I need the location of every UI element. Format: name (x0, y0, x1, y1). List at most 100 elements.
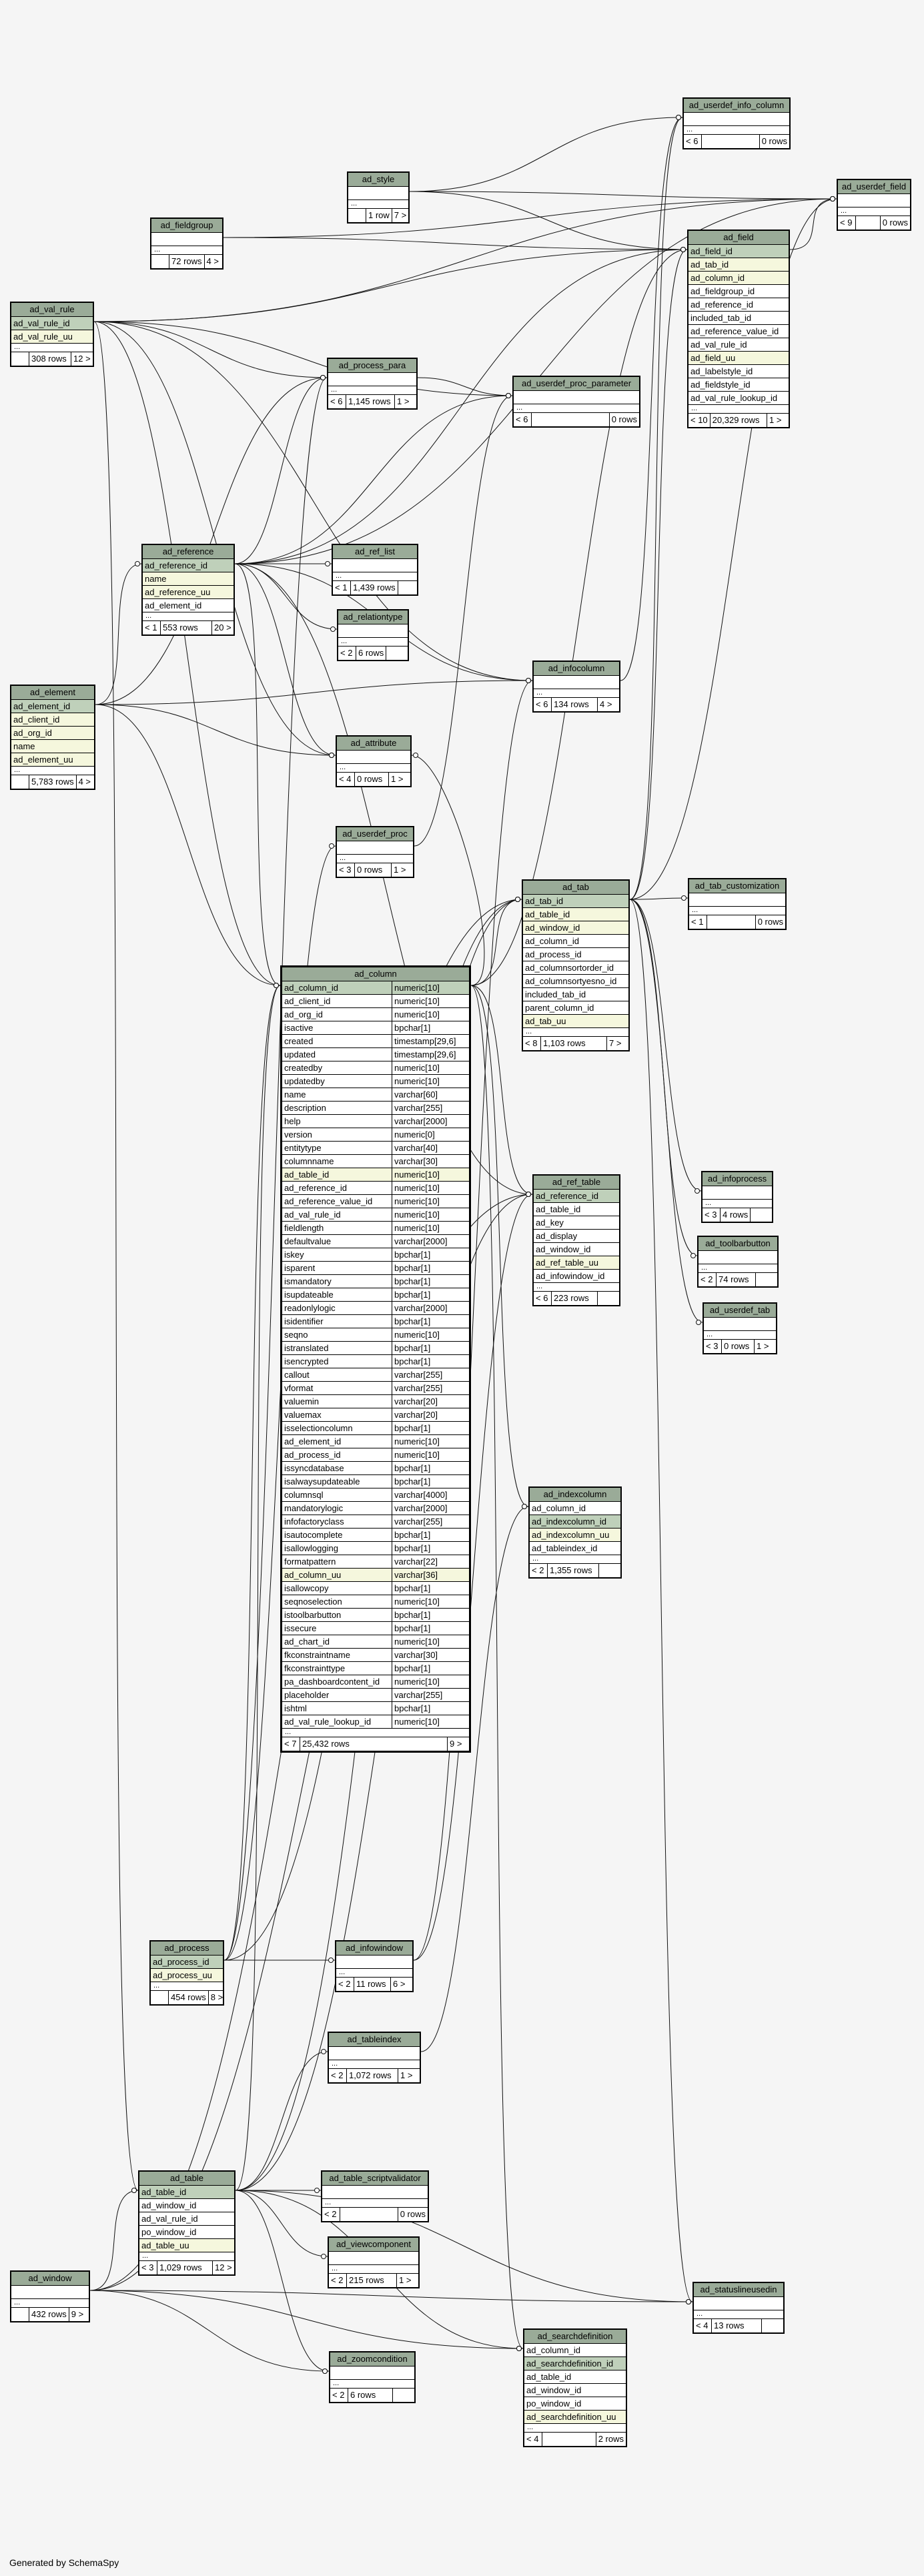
table-title[interactable]: ad_infocolumn (534, 662, 619, 676)
column-row[interactable]: ad_table_id (534, 1203, 619, 1216)
parents-count[interactable]: < 1 (333, 581, 351, 594)
children-count[interactable]: 6 > (393, 1979, 406, 1989)
children-count[interactable]: 1 > (757, 1341, 769, 1351)
column-row[interactable]: ad_window_id (523, 921, 628, 935)
row-count[interactable]: 223 rows (552, 1292, 598, 1305)
row-count[interactable]: 1,439 rows (351, 581, 398, 594)
parents-count[interactable]: < 6 (534, 698, 552, 711)
column-row[interactable]: ad_process_id (523, 948, 628, 961)
column-row[interactable]: po_window_id (524, 2397, 626, 2411)
row-count[interactable]: 215 rows (347, 2274, 397, 2287)
column-row[interactable]: ad_tab_id (688, 258, 789, 272)
table-title[interactable]: ad_infoprocess (703, 1172, 772, 1186)
column-row[interactable]: ad_field_id (688, 245, 789, 258)
column-row[interactable]: ad_table_id (524, 2371, 626, 2384)
children-count[interactable]: 1 > (399, 2275, 412, 2285)
row-count[interactable] (707, 915, 756, 929)
table-title[interactable]: ad_userdef_field (838, 180, 910, 194)
column-row[interactable]: ad_reference_id (534, 1190, 619, 1203)
column-row[interactable]: ad_tab_id (523, 895, 628, 908)
column-row[interactable]: ad_org_id (11, 727, 94, 740)
table-title[interactable]: ad_indexcolumn (530, 1488, 620, 1502)
column-row[interactable]: ad_val_rule_lookup_id (688, 392, 789, 405)
column-row[interactable]: ad_reference_id (688, 298, 789, 312)
column-row[interactable]: ad_fieldgroup_id (688, 285, 789, 298)
table-title[interactable]: ad_toolbarbutton (699, 1237, 777, 1251)
parents-count[interactable]: < 3 (337, 863, 355, 877)
column-row[interactable]: ad_ref_table_uu (534, 1256, 619, 1270)
children-count[interactable]: 0 rows (400, 2209, 426, 2219)
row-count[interactable]: 6 rows (348, 2389, 393, 2402)
column-row[interactable]: ad_process_id (151, 1956, 223, 1969)
row-count[interactable]: 134 rows (552, 698, 598, 711)
children-count[interactable]: 4 > (78, 777, 91, 787)
children-count[interactable]: 0 rows (761, 136, 787, 146)
table-title[interactable]: ad_tab_customization (689, 879, 785, 893)
row-count[interactable]: 4 rows (721, 1208, 751, 1222)
parents-count[interactable]: < 9 (838, 216, 856, 230)
table-title[interactable]: ad_attribute (337, 737, 410, 751)
table-title[interactable]: ad_process_para (328, 359, 416, 373)
row-count[interactable]: 432 rows (29, 2308, 69, 2321)
table-title[interactable]: ad_statuslineusedin (694, 2283, 783, 2297)
parents-count[interactable]: < 7 (282, 1737, 300, 1751)
table-title[interactable]: ad_process (151, 1942, 223, 1956)
children-count[interactable] (598, 1292, 619, 1305)
table-title[interactable]: ad_searchdefinition (524, 2330, 626, 2344)
column-row[interactable]: ad_column_id (530, 1502, 620, 1515)
table-title[interactable]: ad_relationtype (338, 610, 408, 624)
row-count[interactable]: 0 rows (355, 773, 389, 786)
table-title[interactable]: ad_zoomcondition (330, 2352, 414, 2367)
column-row[interactable]: ad_columnsortorder_id (523, 961, 628, 975)
parents-count[interactable] (11, 352, 29, 366)
row-count[interactable]: 1 row (366, 209, 392, 222)
row-count[interactable]: 11 rows (354, 1978, 391, 1991)
parents-count[interactable]: < 3 (703, 1208, 721, 1222)
column-row[interactable]: ad_val_rule_uu (11, 330, 93, 344)
children-count[interactable]: 9 > (71, 2309, 84, 2319)
column-row[interactable]: ad_columnsortyesno_id (523, 975, 628, 988)
parents-count[interactable]: < 3 (704, 1340, 722, 1353)
column-row[interactable]: ad_client_id (11, 713, 94, 727)
children-count[interactable]: 1 > (394, 865, 406, 875)
column-row[interactable]: ad_val_rule_id (11, 317, 93, 330)
parents-count[interactable]: < 8 (523, 1037, 541, 1050)
table-title[interactable]: ad_userdef_info_column (684, 99, 789, 113)
row-count[interactable]: 20,329 rows (711, 414, 767, 427)
parents-count[interactable]: < 3 (139, 2261, 157, 2274)
table-title[interactable]: ad_val_rule (11, 303, 93, 317)
children-count[interactable]: 7 > (609, 1038, 622, 1048)
row-count[interactable]: 308 rows (29, 352, 71, 366)
